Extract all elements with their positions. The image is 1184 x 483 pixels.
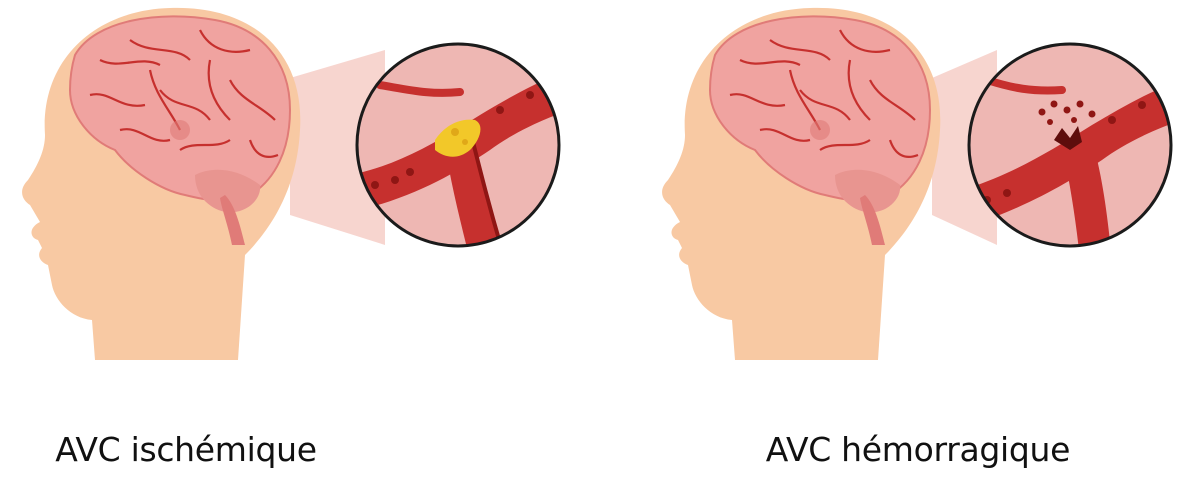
caption-ischemic: AVC ischémique xyxy=(0,430,482,469)
hemorrhagic-illustration xyxy=(592,0,1184,400)
panel-ischemic: AVC ischémique xyxy=(0,0,592,483)
caption-hemorrhagic: AVC hémorragique xyxy=(622,430,1184,469)
ischemic-illustration xyxy=(0,0,592,400)
panel-hemorrhagic: AVC hémorragique xyxy=(592,0,1184,483)
